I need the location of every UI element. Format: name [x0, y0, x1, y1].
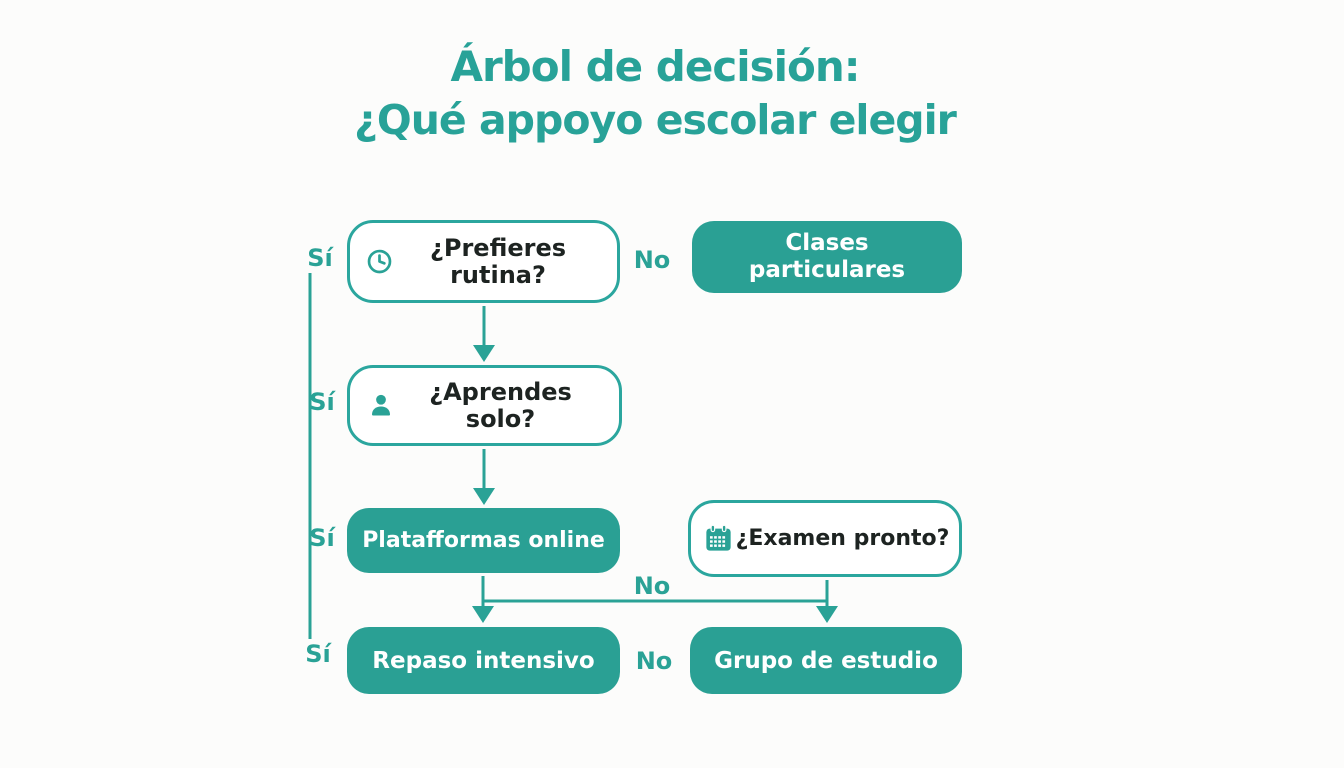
edge-label-no-2: No: [633, 572, 671, 600]
clock-icon: [366, 248, 393, 275]
edge-label-yes-2: Sí: [309, 388, 335, 416]
node-answer-plataformas: Platafformas online: [347, 508, 620, 573]
person-icon: [366, 391, 396, 421]
edge-label-yes-3: Sí: [309, 524, 335, 552]
node-answer-plataformas-label: Platafformas online: [362, 528, 605, 553]
node-answer-grupo: Grupo de estudio: [690, 627, 962, 694]
node-answer-repaso: Repaso intensivo: [347, 627, 620, 694]
node-question-rutina: ¿Prefieres rutina?: [347, 220, 620, 303]
connector-right-arrow-head: [816, 606, 838, 623]
edge-label-yes-1: Sí: [307, 244, 333, 272]
node-answer-clases: Clases particulares: [692, 221, 962, 293]
node-answer-clases-label: Clases particulares: [748, 230, 906, 283]
title-line-1: Árbol de decisión:: [450, 42, 860, 91]
calendar-icon: [703, 523, 734, 554]
title-line-2: ¿Qué appoyo escolar elegir: [354, 96, 957, 144]
connector-left-arrow-head: [472, 606, 494, 623]
edge-label-yes-4: Sí: [305, 640, 331, 668]
node-question-examen: ¿Examen pronto?: [688, 500, 962, 577]
page-title: Árbol de decisión: ¿Qué appoyo escolar e…: [100, 40, 1210, 146]
arrow-down-1-head: [473, 345, 495, 362]
node-question-solo: ¿Aprendes solo?: [347, 365, 622, 446]
node-question-examen-label: ¿Examen pronto?: [735, 526, 950, 551]
node-answer-grupo-label: Grupo de estudio: [714, 647, 938, 674]
edge-label-no-3: No: [635, 647, 673, 675]
arrow-down-2-head: [473, 488, 495, 505]
edge-label-no-1: No: [633, 246, 671, 274]
node-question-rutina-label: ¿Prefieres rutina?: [429, 233, 567, 289]
node-answer-repaso-label: Repaso intensivo: [372, 647, 595, 674]
node-question-solo-label: ¿Aprendes solo?: [429, 377, 572, 433]
